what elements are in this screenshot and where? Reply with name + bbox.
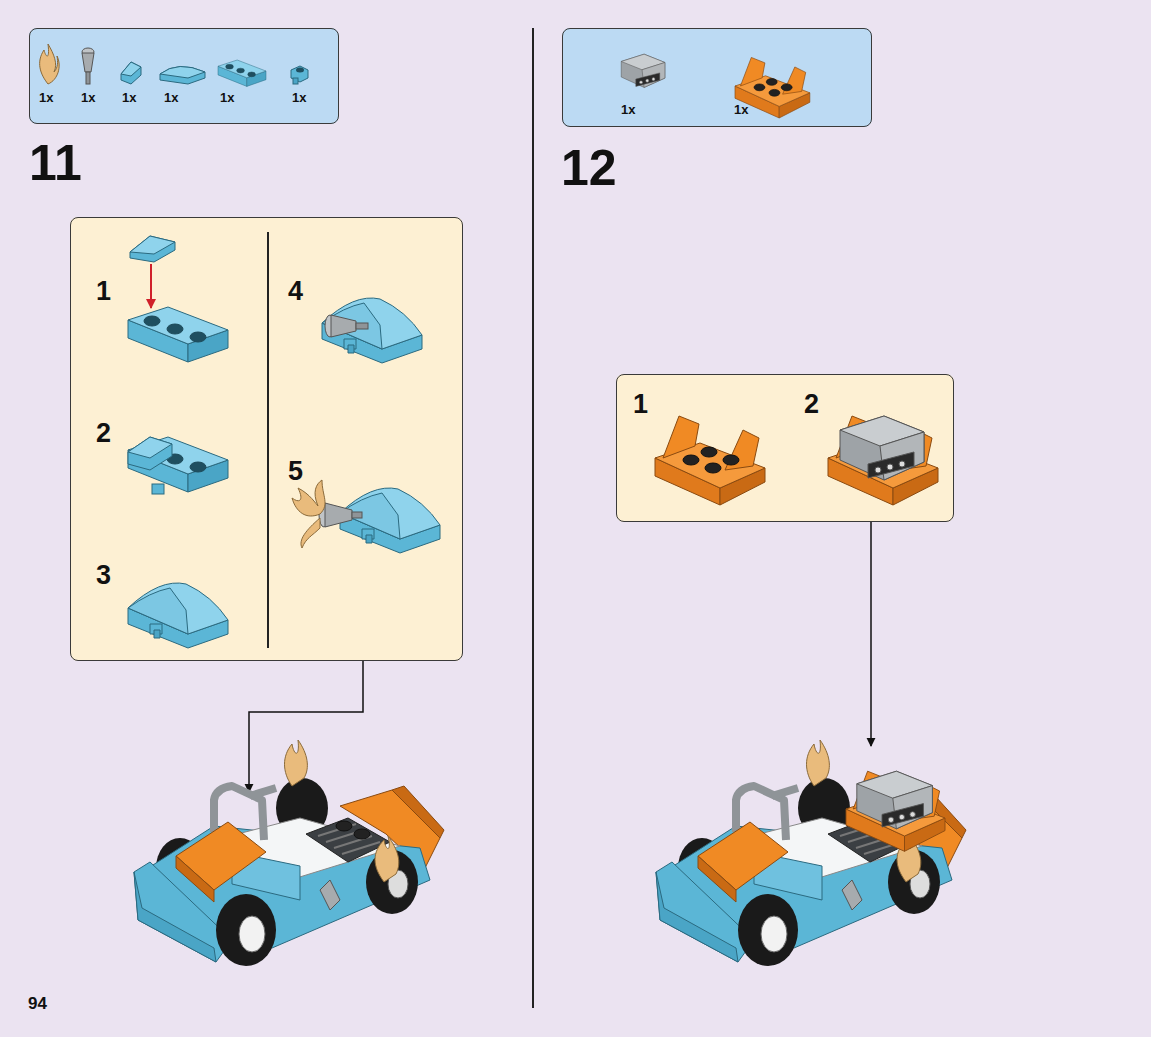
parts-list-11 xyxy=(218,60,266,86)
step-number: 11 xyxy=(29,138,82,188)
kart-after-12 xyxy=(656,740,966,966)
parts-list-11 xyxy=(86,72,90,84)
box-fills xyxy=(29,28,954,661)
parts-list-box: 1x 1x xyxy=(562,28,872,127)
substep-illustrations-12 xyxy=(840,416,924,480)
step-number: 12 xyxy=(561,143,617,193)
substep-illustrations-12 xyxy=(683,447,739,473)
parts-list-11 xyxy=(160,66,205,78)
substep-illustrations-11 xyxy=(130,236,175,262)
substep-illustrations-11 xyxy=(144,316,206,342)
substep-number: 2 xyxy=(96,420,111,447)
substep-illustrations-11 xyxy=(340,488,440,553)
parts-list-11 xyxy=(121,62,141,76)
parts-list-11 xyxy=(40,44,308,86)
kart-after-12 xyxy=(846,771,945,851)
kart-after-12 xyxy=(846,771,945,851)
substep-illustrations-11 xyxy=(356,323,368,329)
parts-list-box: 1x 1x 1x 1x 1x 1x xyxy=(29,28,339,124)
substep-illustrations-11 xyxy=(128,437,228,492)
substep-illustrations-11 xyxy=(128,307,228,362)
substep-illustrations-11 xyxy=(292,480,325,516)
substep-number: 3 xyxy=(96,562,111,589)
substep-illustrations-11 xyxy=(128,437,172,470)
kart-after-12 xyxy=(857,771,933,829)
kart-after-11 xyxy=(336,821,352,831)
part-quantity: 1x xyxy=(164,91,178,104)
assembly-pointer xyxy=(870,522,872,746)
substep-box: 1 2 3 4 5 xyxy=(70,217,463,661)
parts-list-11 xyxy=(226,64,256,76)
part-quantity: 1x xyxy=(220,91,234,104)
substep-illustrations-11 xyxy=(128,437,172,458)
substep-illustrations-11 xyxy=(150,264,152,308)
parts-list-11 xyxy=(40,44,60,84)
part-quantity: 1x xyxy=(734,103,748,116)
substep-number: 2 xyxy=(804,391,819,418)
substep-illustrations-12 xyxy=(655,416,765,505)
parts-list-11 xyxy=(293,78,298,84)
box-fill xyxy=(29,28,339,124)
page-number: 94 xyxy=(28,995,47,1012)
substep-illustrations-11 xyxy=(322,298,422,363)
substep-illustrations-11 xyxy=(130,236,175,254)
box-fill xyxy=(70,217,463,661)
substep-illustrations-11 xyxy=(301,518,320,548)
part-quantity: 1x xyxy=(621,103,635,116)
part-quantity: 1x xyxy=(292,91,306,104)
kart-after-11 xyxy=(134,740,444,966)
parts-list-12 xyxy=(621,54,665,87)
parts-list-12 xyxy=(621,54,665,87)
substep-illustrations-11 xyxy=(152,484,164,494)
parts-list-12 xyxy=(754,79,792,97)
parts-list-12 xyxy=(621,54,810,118)
substep-illustrations-12 xyxy=(828,416,938,505)
substep-illustrations-11 xyxy=(331,315,356,337)
substep-illustrations-12 xyxy=(828,416,938,505)
substep-illustrations-11 xyxy=(128,437,228,492)
parts-list-11 xyxy=(218,60,266,86)
parts-list-12 xyxy=(735,57,810,118)
parts-list-11 xyxy=(160,66,205,84)
parts-list-12 xyxy=(735,57,810,118)
parts-list-11 xyxy=(82,53,94,72)
parts-list-11 xyxy=(296,68,304,73)
substep-illustrations-12 xyxy=(655,416,765,505)
box-fill xyxy=(562,28,872,127)
page-divider xyxy=(532,28,534,1008)
box-fill xyxy=(616,374,954,522)
substep-illustrations-11 xyxy=(322,298,422,363)
substep-box: 12 xyxy=(616,374,954,522)
substep-illustrations-11 xyxy=(128,236,440,648)
substep-illustrations-11 xyxy=(128,583,228,648)
kart-after-11 xyxy=(134,740,444,966)
substep-illustrations-11 xyxy=(352,512,362,518)
part-quantity: 1x xyxy=(81,91,95,104)
part-quantity: 1x xyxy=(39,91,53,104)
substep-illustrations-11 xyxy=(340,488,440,553)
kart-after-11 xyxy=(354,829,370,839)
substep-number: 1 xyxy=(633,391,648,418)
part-quantity: 1x xyxy=(122,91,136,104)
parts-list-11 xyxy=(121,62,141,84)
substep-illustrations-11 xyxy=(325,503,352,527)
substep-illustrations-12 xyxy=(655,416,938,505)
substep-divider xyxy=(267,232,269,648)
substep-number: 5 xyxy=(288,458,303,485)
substep-number: 4 xyxy=(288,278,303,305)
kart-after-12 xyxy=(656,740,966,966)
substep-number: 1 xyxy=(96,278,111,305)
